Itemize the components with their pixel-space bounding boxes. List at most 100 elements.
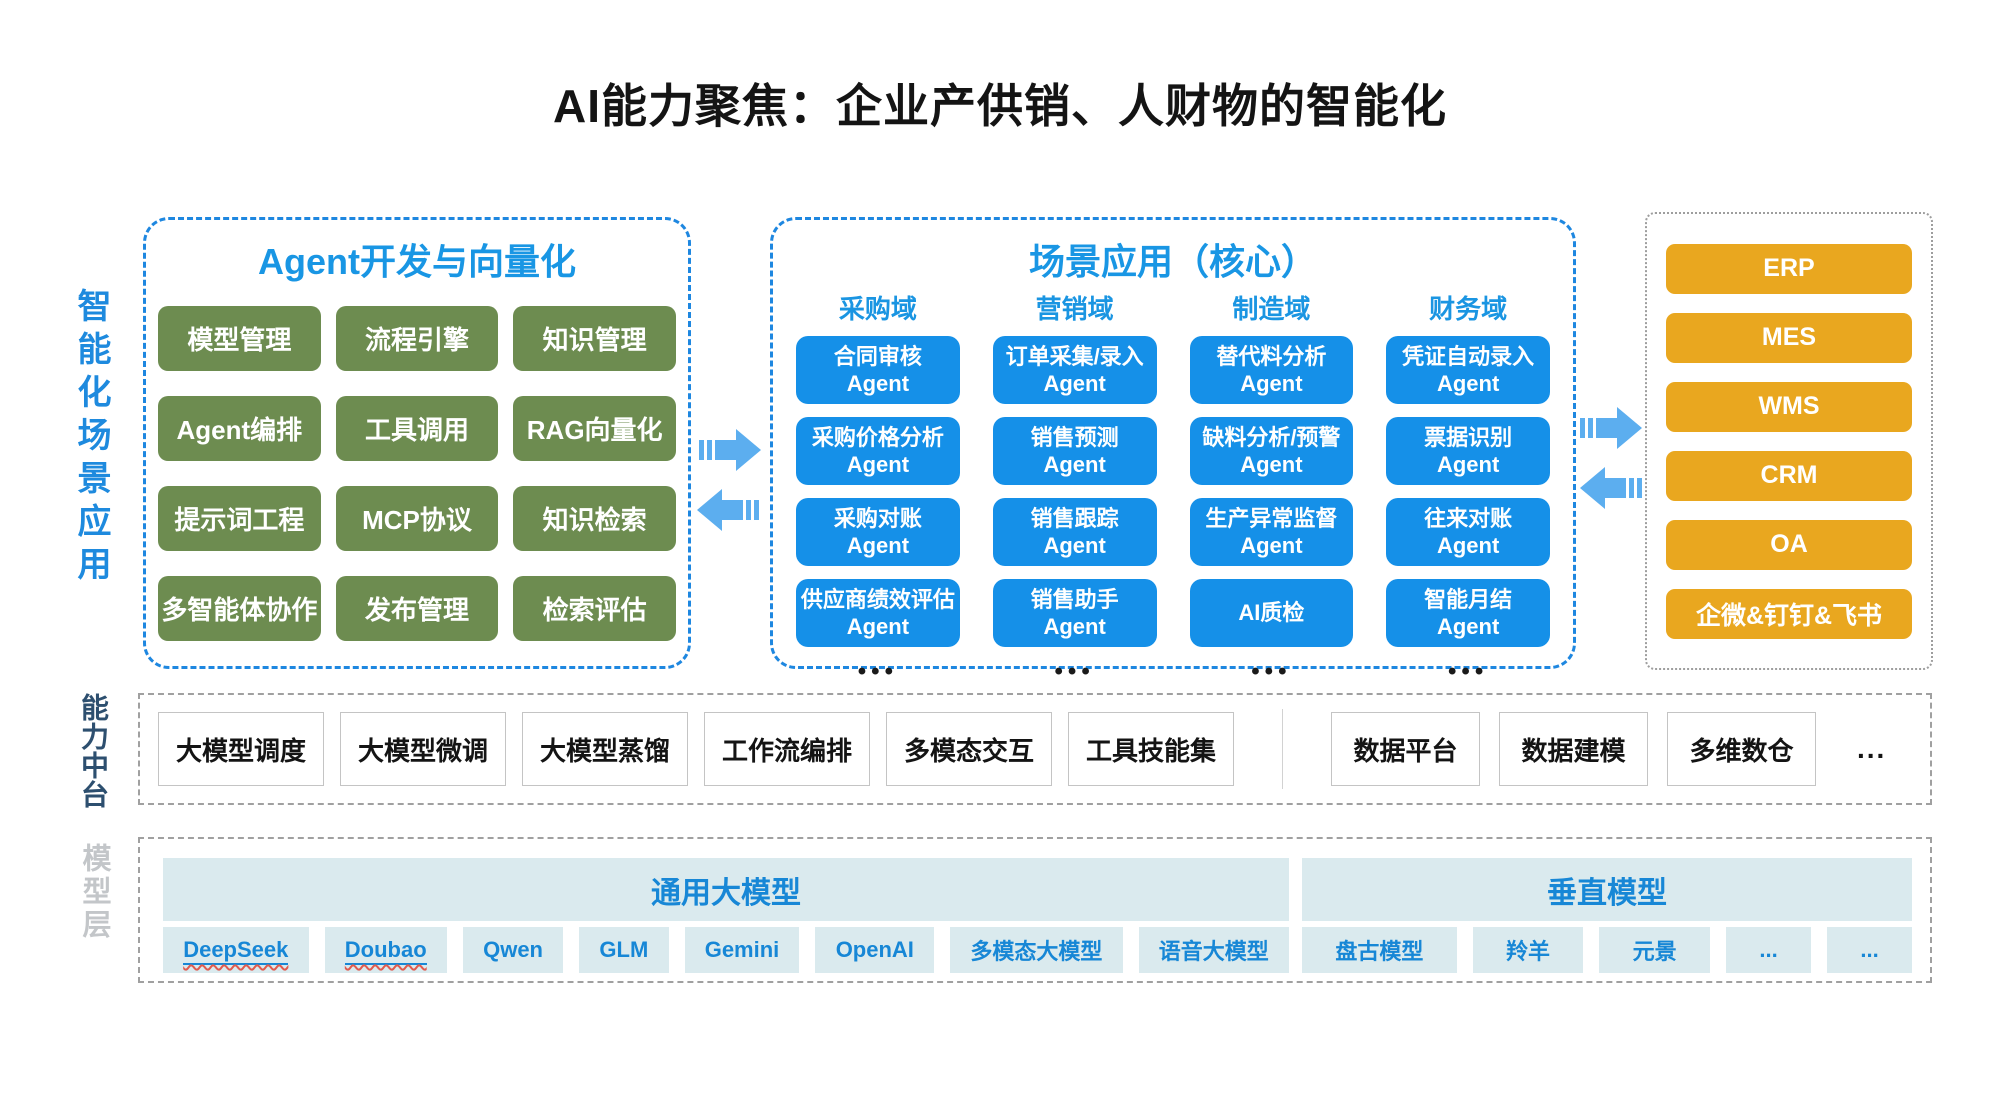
arrow-right-icon [1580,407,1642,449]
capability-left-group: 大模型调度大模型微调大模型蒸馏工作流编排多模态交互工具技能集 [158,712,1250,786]
model-chip-label: Qwen [483,937,543,962]
scenario-agent-button: 销售预测 Agent [992,417,1157,485]
domain-column-marketing: 营销域 订单采集/录入 Agent 销售预测 Agent 销售跟踪 Agent … [992,289,1157,685]
scenario-agent-button: 票据识别 Agent [1386,417,1550,485]
scenario-agent-button: 智能月结 Agent [1386,579,1550,647]
enterprise-system-item: WMS [1666,381,1912,432]
capability-item: 多维数仓 [1667,712,1816,786]
agent-dev-capability-item: MCP协议 [335,486,499,551]
agent-dev-capability-item: 模型管理 [158,306,321,371]
enterprise-system-item: CRM [1666,450,1912,501]
model-chip: 盘古模型 [1302,927,1457,973]
scenario-agent-button: 销售助手 Agent [992,579,1157,647]
agent-suffix-line: Agent [846,533,910,558]
agent-dev-capability-item: 多智能体协作 [158,576,321,641]
agent-name-line: 智能月结 [1424,586,1513,612]
page-title: AI能力聚焦：企业产供销、人财物的智能化 [553,80,1447,132]
arrow-right-icon [699,429,761,471]
domain-header: 制造域 [1232,294,1311,324]
agent-name-line: 销售预测 [1030,424,1119,450]
model-chip-label: 多模态大模型 [970,939,1103,964]
model-chip: ... [1827,927,1913,973]
more-agents-dots: ••• [857,658,898,685]
scenario-agent-button: 销售跟踪 Agent [992,498,1157,566]
agent-dev-capability-item: 检索评估 [513,576,676,641]
more-agents-dots: ••• [1054,658,1095,685]
agent-name-line: 票据识别 [1424,424,1513,450]
scenario-domains-row: 采购域 合同审核 Agent 采购价格分析 Agent 采购对账 Agent 供… [773,289,1573,684]
agent-dev-capability-item: RAG向量化 [513,396,676,461]
model-chip: Qwen [462,927,564,973]
agent-suffix-line: Agent [1240,452,1303,477]
model-chip: Doubao [324,927,447,973]
model-chip: Gemini [684,927,800,973]
capability-item: 大模型微调 [340,712,506,786]
domain-header: 财务域 [1429,294,1508,324]
scenario-agent-button: 订单采集/录入 Agent [992,336,1157,404]
capability-item: 工作流编排 [704,712,870,786]
more-agents-dots: ••• [1251,658,1292,685]
capability-item: 工具技能集 [1068,712,1234,786]
general-models-chip-row: DeepSeek Doubao Qwen GLM Gemini OpenAI 多… [163,927,1289,973]
model-chip: 多模态大模型 [950,927,1123,973]
scenario-agent-button: 缺料分析/预警 Agent [1189,417,1354,485]
model-layer-band: 通用大模型 DeepSeek Doubao Qwen GLM Gemini Op… [138,837,1932,983]
arrow-left-icon [697,489,759,531]
domain-column-procurement: 采购域 合同审核 Agent 采购价格分析 Agent 采购对账 Agent 供… [796,289,960,684]
agent-suffix-line: Agent [1043,533,1106,558]
domain-column-finance: 财务域 凭证自动录入 Agent 票据识别 Agent 往来对账 Agent 智… [1386,289,1550,684]
agent-name-line: 缺料分析/预警 [1202,424,1341,450]
model-chip: DeepSeek [163,927,309,973]
enterprise-system-item: MES [1666,312,1912,363]
scenario-agent-button: 凭证自动录入 Agent [1386,336,1550,404]
agent-name-line: AI质检 [1238,600,1305,626]
agent-suffix-line: Agent [1043,614,1106,639]
agent-suffix-line: Agent [1436,371,1500,396]
agent-suffix-line: Agent [1436,614,1500,639]
agent-suffix-line: Agent [846,371,910,396]
agent-dev-capability-item: 发布管理 [335,576,499,641]
scenario-agent-button: 往来对账 Agent [1386,498,1550,566]
vertical-models-header: 垂直模型 [1302,858,1912,921]
agent-name-line: 合同审核 [833,343,922,369]
model-chip-label: Gemini [704,937,780,962]
scenario-agent-button: 合同审核 Agent [796,336,960,404]
general-models-group: 通用大模型 DeepSeek Doubao Qwen GLM Gemini Op… [163,858,1289,973]
model-chip-label: 盘古模型 [1335,939,1424,964]
arrow-left-icon [1580,467,1642,509]
model-chip: 元景 [1599,927,1711,973]
domain-agent-list: 合同审核 Agent 采购价格分析 Agent 采购对账 Agent 供应商绩效… [796,336,960,660]
agent-suffix-line: Agent [846,452,910,477]
agent-name-line: 销售跟踪 [1030,505,1119,531]
domain-agent-list: 凭证自动录入 Agent 票据识别 Agent 往来对账 Agent 智能月结 … [1386,336,1550,660]
agent-dev-box-title: Agent开发与向量化 [258,241,576,282]
model-chip: OpenAI [815,927,935,973]
agent-name-line: 订单采集/录入 [1005,343,1144,369]
agent-name-line: 供应商绩效评估 [800,586,955,612]
scenario-agent-button: 采购价格分析 Agent [796,417,960,485]
capability-item: 多模态交互 [886,712,1052,786]
agent-suffix-line: Agent [846,614,910,639]
agent-dev-capability-item: 知识检索 [513,486,676,551]
agent-name-line: 替代料分析 [1216,343,1327,369]
model-chip-label: 元景 [1632,939,1677,964]
layer-label-capability-center: 能力中台 [78,693,109,809]
capability-ellipsis: ... [1857,733,1887,764]
agent-dev-capability-item: 工具调用 [335,396,499,461]
model-chip-label: ... [1759,937,1778,962]
capability-item: 数据平台 [1331,712,1480,786]
domain-agent-list: 替代料分析 Agent 缺料分析/预警 Agent 生产异常监督 Agent A… [1189,336,1354,660]
capability-item: 大模型蒸馏 [522,712,688,786]
capability-center-band: 大模型调度大模型微调大模型蒸馏工作流编排多模态交互工具技能集 数据平台数据建模多… [138,693,1932,805]
agent-suffix-line: Agent [1240,371,1303,396]
agent-suffix-line: Agent [1043,452,1106,477]
model-chip-label: 语音大模型 [1158,939,1269,964]
model-chip-label: DeepSeek [183,937,289,965]
agent-suffix-line: Agent [1436,533,1500,558]
agent-name-line: 凭证自动录入 [1402,343,1535,369]
model-chip: 语音大模型 [1138,927,1289,973]
model-chip: ... [1726,927,1812,973]
capability-item: 大模型调度 [158,712,324,786]
